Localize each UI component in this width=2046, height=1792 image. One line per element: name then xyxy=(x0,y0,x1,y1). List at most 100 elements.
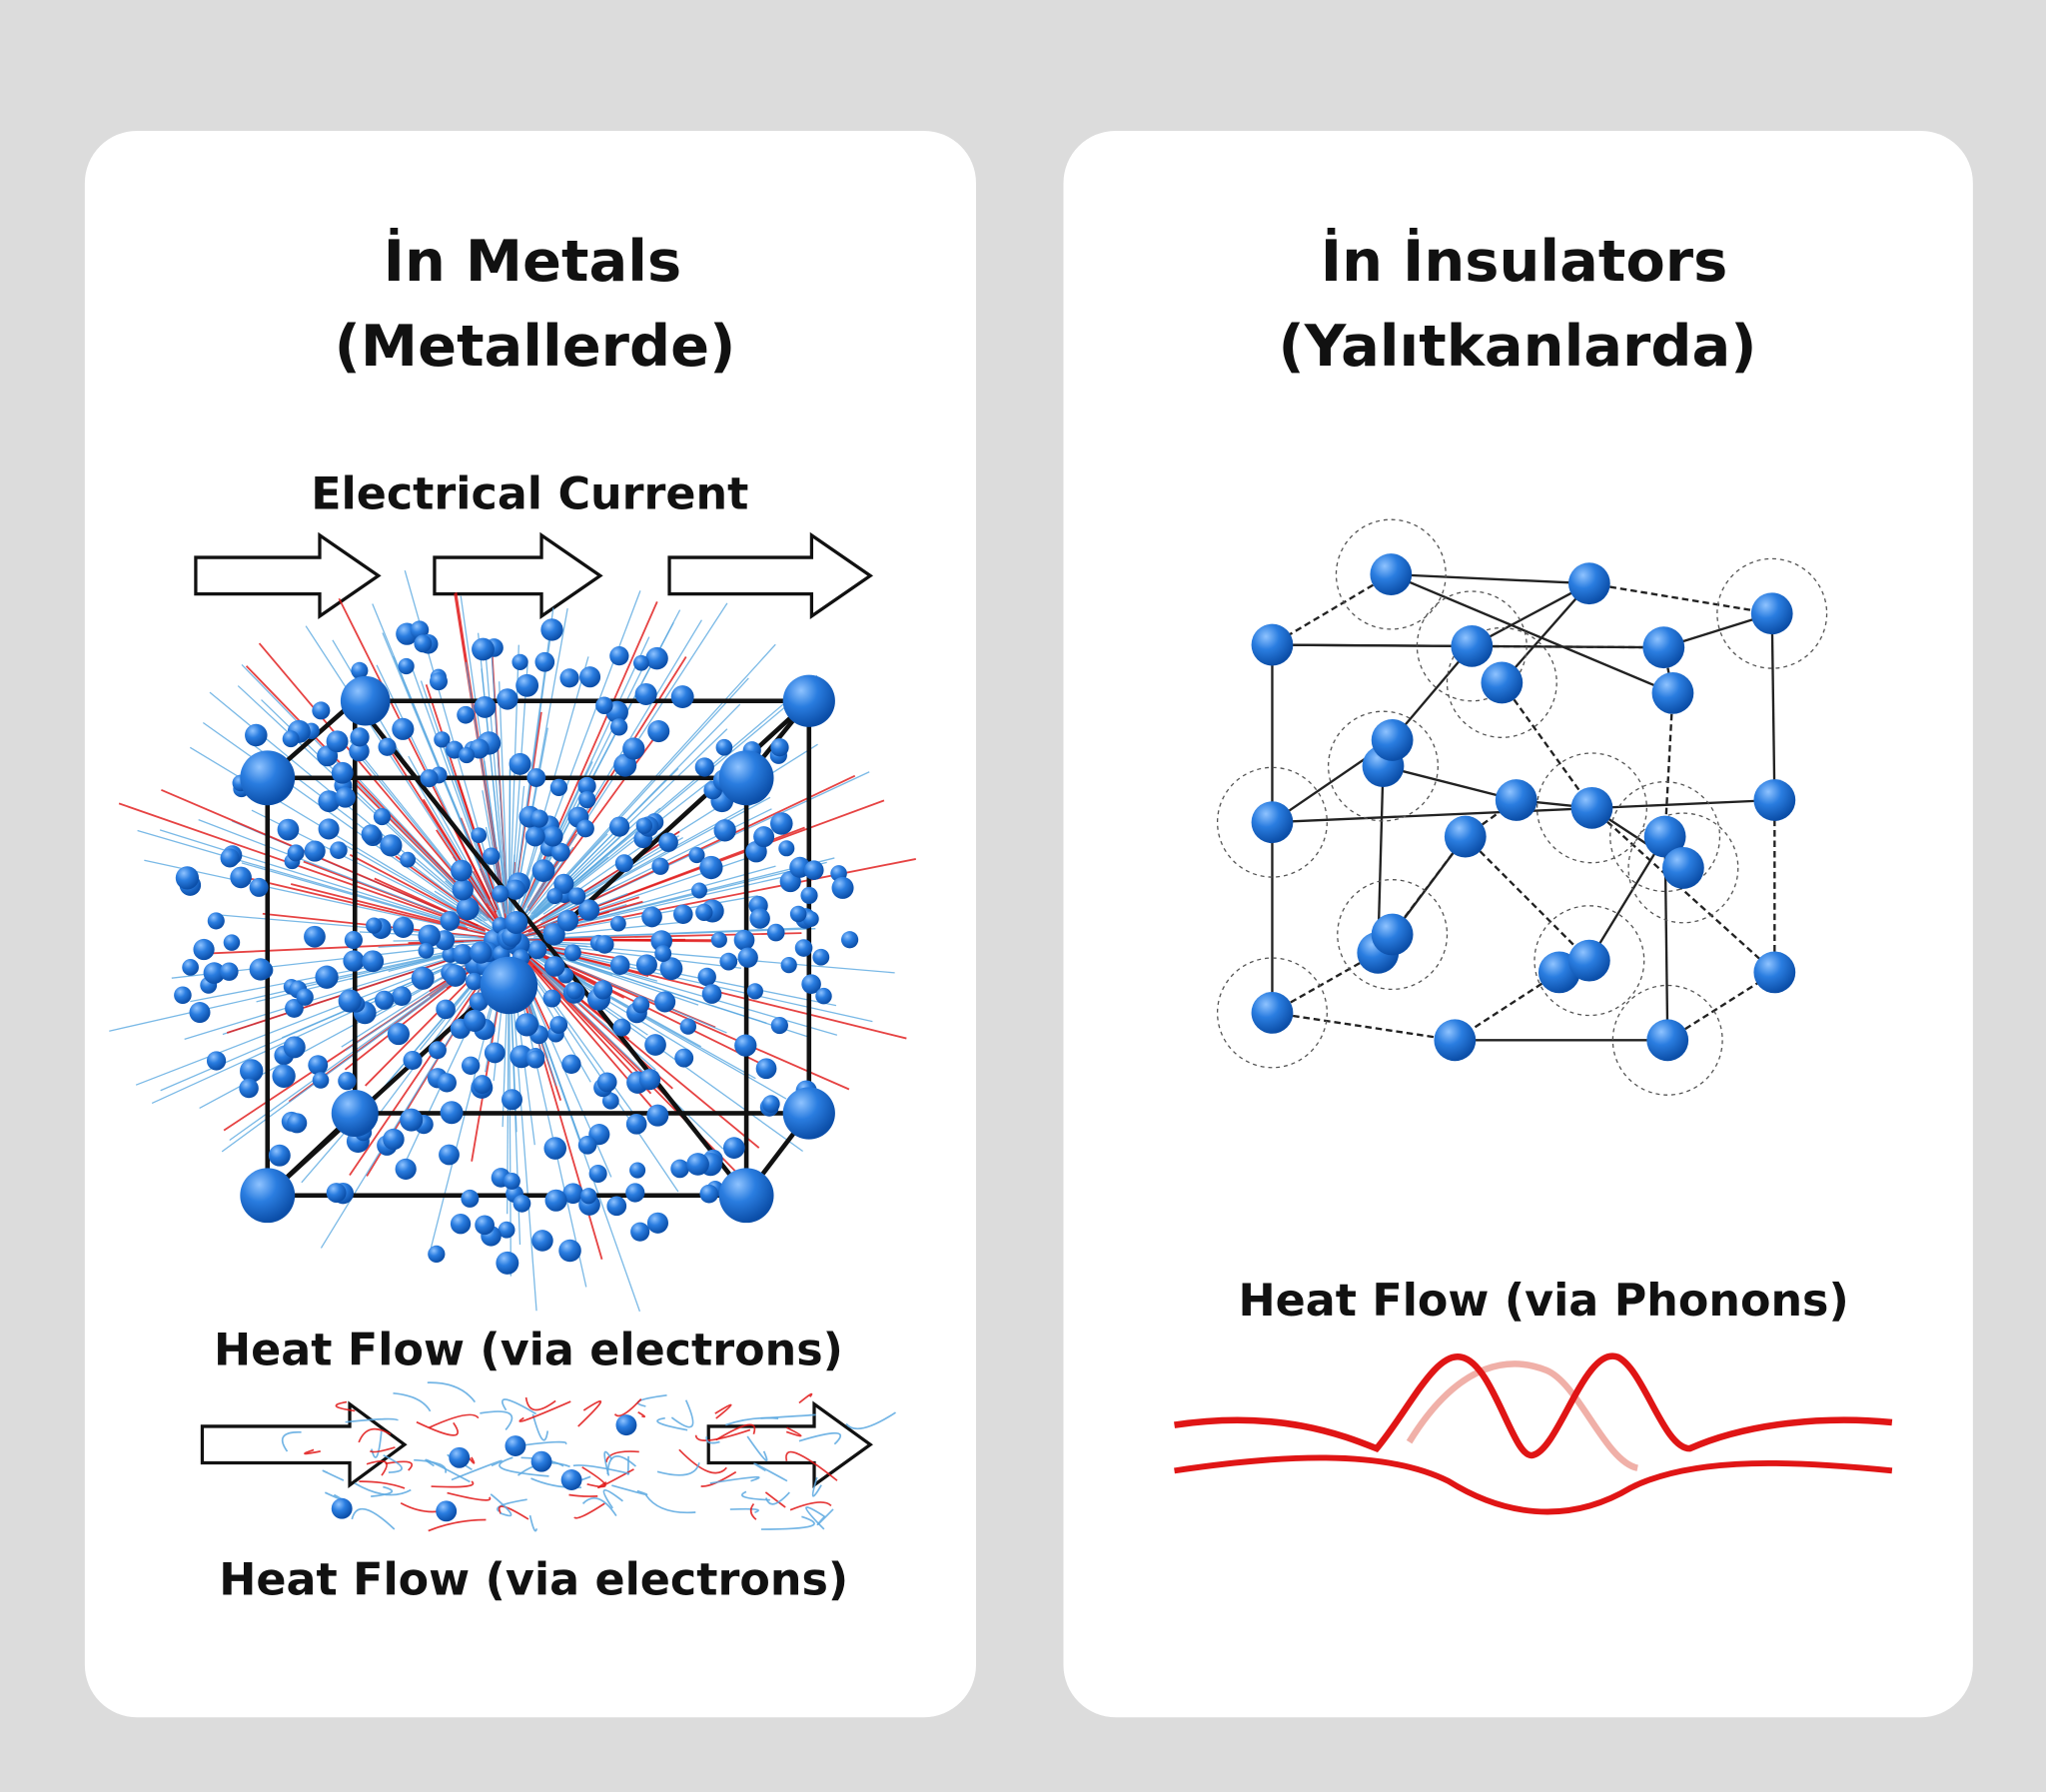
electron xyxy=(580,1188,597,1205)
electron xyxy=(471,827,488,844)
electron-trail xyxy=(511,835,679,939)
electron-trail xyxy=(499,1456,549,1477)
electron xyxy=(674,1048,694,1068)
electron xyxy=(697,967,716,987)
heat-trail xyxy=(118,802,487,932)
electron xyxy=(326,730,349,753)
electron-trail xyxy=(137,829,467,928)
heat-trail xyxy=(637,1411,646,1418)
electron xyxy=(630,1222,650,1242)
electron xyxy=(529,809,548,828)
electron xyxy=(510,1045,533,1069)
electron xyxy=(595,696,613,714)
lattice-bond xyxy=(1663,692,1674,837)
electron xyxy=(578,666,601,688)
electron xyxy=(220,848,240,868)
electron xyxy=(182,959,199,976)
heat-trail xyxy=(524,1396,556,1411)
electron-trail xyxy=(144,859,487,936)
electron-trail xyxy=(184,944,492,1040)
heat-trail xyxy=(613,1398,642,1417)
electron-trail xyxy=(572,1464,630,1475)
electron xyxy=(699,1184,719,1204)
electron-trail xyxy=(760,1515,815,1530)
lattice-atom xyxy=(1481,661,1524,704)
electron xyxy=(474,695,497,718)
lattice-bond xyxy=(1590,806,1776,974)
heat-trail xyxy=(798,1392,813,1404)
heat-trail xyxy=(573,1502,605,1519)
heat-trail xyxy=(512,943,652,1095)
electron xyxy=(769,812,793,835)
electron xyxy=(308,1055,329,1076)
vibration-range xyxy=(1611,984,1723,1096)
current-arrows xyxy=(194,531,874,619)
electron xyxy=(383,1128,405,1151)
electron xyxy=(175,866,200,890)
current-arrow-icon xyxy=(667,531,874,619)
lattice-atom xyxy=(1570,786,1613,829)
heat-trail xyxy=(366,1460,388,1476)
electron xyxy=(434,731,451,748)
electron xyxy=(645,646,668,670)
electron-trail xyxy=(465,661,507,914)
lattice-atom xyxy=(1371,913,1414,956)
heat-trail xyxy=(694,1428,751,1441)
metal-ions xyxy=(240,674,835,1224)
lattice-bond xyxy=(1501,681,1593,809)
electron xyxy=(240,1059,264,1083)
electron-trail xyxy=(709,1475,760,1484)
electron xyxy=(654,945,672,963)
heat-trail xyxy=(551,946,623,961)
electron xyxy=(802,911,819,927)
lattice-atom xyxy=(1750,592,1793,635)
electron xyxy=(531,1230,553,1252)
electron xyxy=(831,876,854,899)
lattice-bond xyxy=(1666,971,1775,1042)
electron xyxy=(614,854,633,873)
electron xyxy=(719,952,738,971)
electron xyxy=(452,879,474,901)
electron-trail xyxy=(501,1398,537,1415)
electron xyxy=(457,705,475,724)
electron xyxy=(560,1469,582,1490)
electron xyxy=(505,911,528,934)
electron xyxy=(609,645,629,666)
vibration-range xyxy=(1335,518,1447,630)
electron xyxy=(699,855,723,880)
electron xyxy=(331,1497,353,1519)
electron xyxy=(472,637,495,661)
heat-trail xyxy=(714,1403,732,1419)
electron-trail xyxy=(229,952,493,1142)
metal-ion xyxy=(240,750,296,806)
heat-flow-label-bottom: Heat Flow (via electrons) xyxy=(219,1554,848,1605)
electron xyxy=(403,1050,423,1071)
electron xyxy=(436,999,456,1020)
lattice-bond xyxy=(1464,835,1590,962)
electron xyxy=(609,718,628,736)
electron-trail xyxy=(322,1469,345,1481)
electron xyxy=(658,832,678,853)
electron xyxy=(601,1092,619,1110)
lattice-atom xyxy=(1642,626,1685,669)
electron xyxy=(461,1056,481,1075)
electron xyxy=(559,668,579,688)
electron-trail xyxy=(451,1459,503,1481)
electron xyxy=(556,909,579,932)
heat-trail xyxy=(764,1491,786,1508)
electron xyxy=(553,873,574,894)
electron xyxy=(503,1173,520,1190)
electron xyxy=(512,653,528,671)
phonon-wave xyxy=(1174,1352,1893,1515)
electron-trail xyxy=(427,1381,477,1403)
electron xyxy=(366,917,383,934)
heat-trail xyxy=(524,830,680,930)
electron xyxy=(542,989,561,1008)
electron xyxy=(654,991,676,1013)
vibration-range xyxy=(1716,557,1828,669)
heat-trail xyxy=(541,947,907,1040)
vibration-range xyxy=(1535,752,1647,864)
electron xyxy=(577,1136,597,1155)
electron xyxy=(414,634,433,653)
electron xyxy=(343,950,365,972)
